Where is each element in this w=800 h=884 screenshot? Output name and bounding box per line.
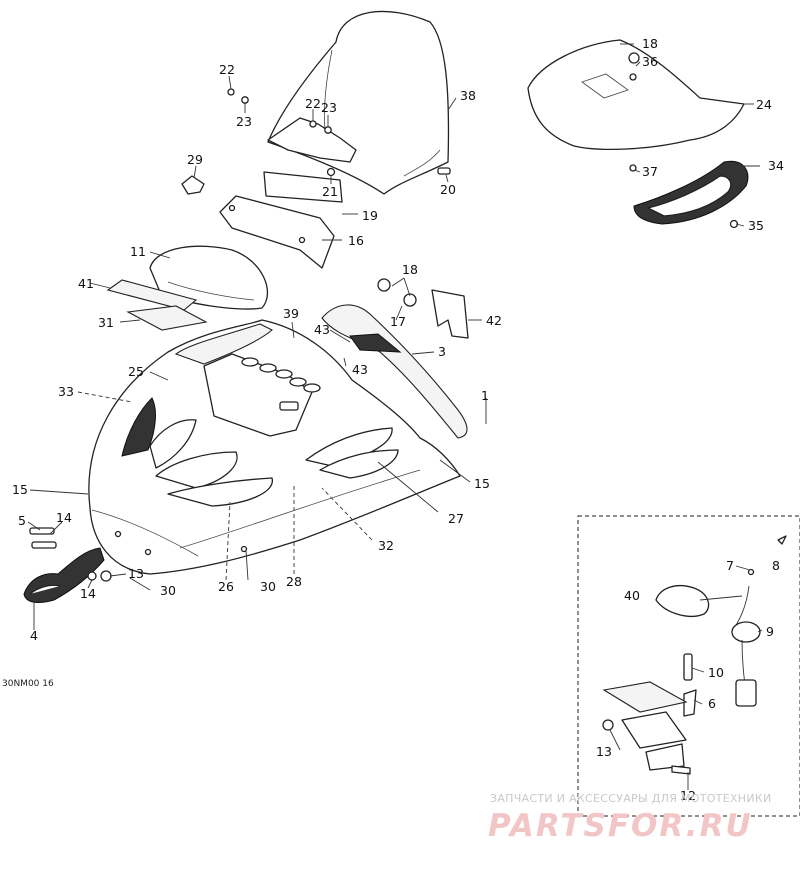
callout-14-upper: 14 xyxy=(56,510,72,525)
callout-26: 26 xyxy=(218,579,234,594)
callout-23-right: 23 xyxy=(321,100,337,115)
callout-31: 31 xyxy=(98,315,114,330)
callout-12: 12 xyxy=(680,788,696,803)
callout-13-inset: 13 xyxy=(596,744,612,759)
drawing-code: 30NM00 16 xyxy=(2,679,54,689)
callout-22-left: 22 xyxy=(219,62,235,77)
callout-33: 33 xyxy=(58,384,74,399)
callout-17: 17 xyxy=(390,314,406,329)
callout-13: 13 xyxy=(128,566,144,581)
callout-14-lower: 14 xyxy=(80,586,96,601)
callout-37: 37 xyxy=(642,164,658,179)
upper-rear-cover xyxy=(527,39,745,172)
callout-40: 40 xyxy=(624,588,640,603)
windshield xyxy=(267,10,450,195)
callout-23-left: 23 xyxy=(236,114,252,129)
callout-7: 7 xyxy=(726,558,734,573)
callout-8: 8 xyxy=(772,558,780,573)
inset-parts xyxy=(602,535,787,775)
callout-16: 16 xyxy=(348,233,364,248)
callout-20: 20 xyxy=(440,182,456,197)
side-trim-panel xyxy=(287,278,469,439)
callout-24: 24 xyxy=(756,97,772,112)
callout-32: 32 xyxy=(378,538,394,553)
callout-5: 5 xyxy=(18,513,26,528)
windshield-hardware xyxy=(181,88,451,195)
callout-39: 39 xyxy=(283,306,299,321)
watermark: ЗАПЧАСТИ И АКСЕССУАРЫ ДЛЯ МОТОТЕХНИКИ PA… xyxy=(488,792,772,844)
callout-3: 3 xyxy=(438,344,446,359)
callout-43-bottom: 43 xyxy=(352,362,368,377)
callout-1: 1 xyxy=(481,388,489,403)
callout-34: 34 xyxy=(768,158,784,173)
detail-inset-frame xyxy=(577,515,800,817)
callout-29: 29 xyxy=(187,152,203,167)
watermark-tagline: ЗАПЧАСТИ И АКСЕССУАРЫ ДЛЯ МОТОТЕХНИКИ xyxy=(490,792,772,805)
watermark-logo: PARTSFOR.RU xyxy=(488,808,753,844)
callout-38: 38 xyxy=(460,88,476,103)
leader-lines xyxy=(27,43,763,790)
console-panel xyxy=(106,245,269,331)
callout-27: 27 xyxy=(448,511,464,526)
hood xyxy=(88,319,461,575)
callout-labels: 1 3 4 5 6 7 8 9 10 11 12 13 13 14 14 15 … xyxy=(2,36,784,803)
callout-30-left: 30 xyxy=(160,583,176,598)
callout-15-right: 15 xyxy=(474,476,490,491)
callout-11: 11 xyxy=(130,244,146,259)
callout-18: 18 xyxy=(402,262,418,277)
callout-18-top: 18 xyxy=(642,36,658,51)
callout-22-right: 22 xyxy=(305,96,321,111)
callout-25: 25 xyxy=(128,364,144,379)
callout-15-left: 15 xyxy=(12,482,28,497)
callout-42: 42 xyxy=(486,313,502,328)
callout-35: 35 xyxy=(748,218,764,233)
callout-21: 21 xyxy=(322,184,338,199)
callout-36: 36 xyxy=(642,54,658,69)
callout-19: 19 xyxy=(362,208,378,223)
callout-28: 28 xyxy=(286,574,302,589)
callout-10: 10 xyxy=(708,665,724,680)
callout-41: 41 xyxy=(78,276,94,291)
front-bumper xyxy=(23,527,112,603)
callout-9: 9 xyxy=(766,624,774,639)
side-deflector xyxy=(633,160,749,229)
callout-43-top: 43 xyxy=(314,322,330,337)
callout-30-right: 30 xyxy=(260,579,276,594)
callout-4: 4 xyxy=(30,628,38,643)
callout-6: 6 xyxy=(708,696,716,711)
headlight-support xyxy=(219,171,343,269)
